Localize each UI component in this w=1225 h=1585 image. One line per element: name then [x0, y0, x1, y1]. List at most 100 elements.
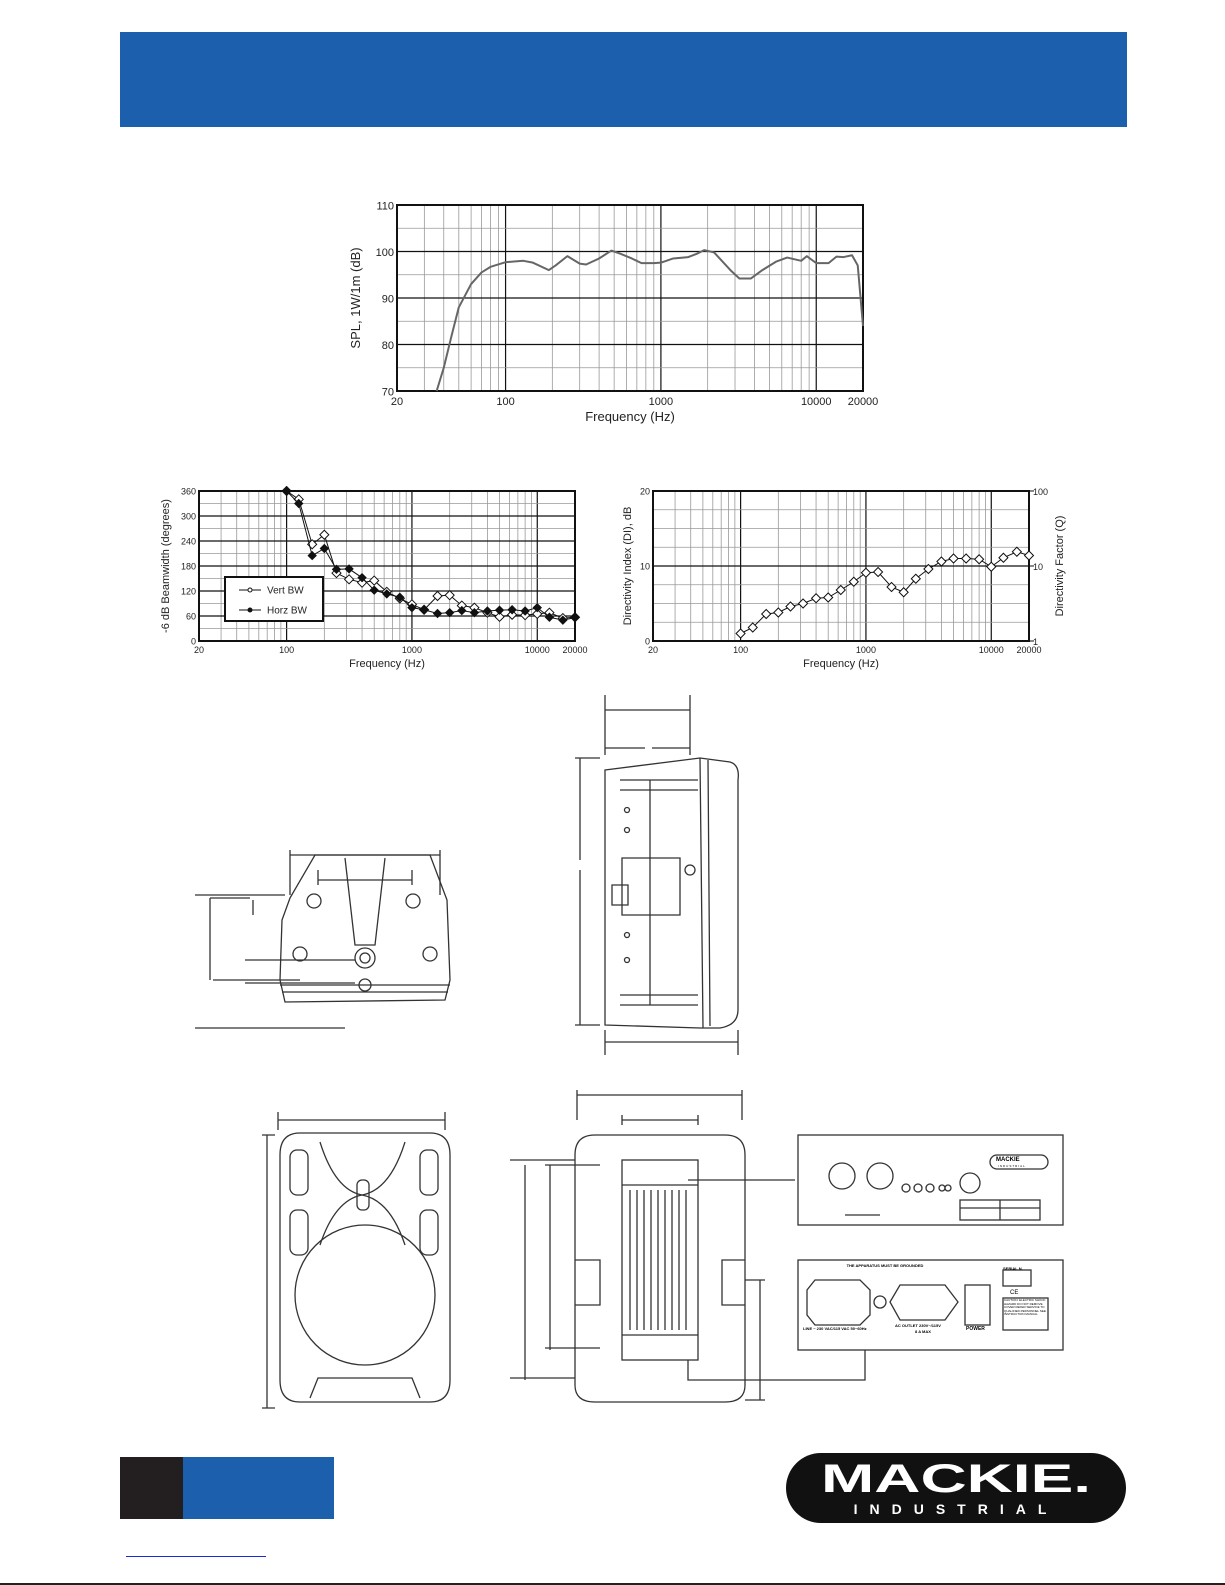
legend-box	[224, 576, 324, 622]
data-point	[343, 574, 355, 585]
data-point	[544, 612, 555, 622]
y-tick-label: 0	[191, 637, 196, 647]
data-point	[810, 593, 822, 604]
input-panel-brand-sub: INDUSTRIAL	[998, 1164, 1026, 1168]
y-tick-label: 180	[181, 562, 196, 572]
data-point	[735, 628, 746, 639]
y-axis-label: Directivity Index (DI), dB	[622, 507, 634, 626]
top-view-drawing	[195, 850, 451, 1029]
data-point	[570, 612, 580, 623]
x-tick-label: 20000	[562, 645, 587, 655]
data-point	[986, 561, 997, 572]
data-point	[457, 605, 467, 616]
data-point	[494, 611, 505, 623]
x-tick-label: 20000	[1016, 645, 1041, 655]
side-view-drawing	[575, 695, 739, 1055]
data-point	[785, 601, 796, 612]
y-tick-label: 20	[640, 487, 650, 497]
data-point	[823, 592, 834, 603]
data-point	[835, 584, 846, 596]
data-point	[797, 598, 809, 609]
x-tick-label: 20	[194, 645, 204, 655]
footer-link-underline[interactable]	[126, 1556, 266, 1557]
caution-label: CAUTION: ELECTRIC SHOCK HAZARD DO NOT RE…	[1004, 1299, 1046, 1316]
data-point	[760, 608, 772, 620]
data-point	[506, 609, 518, 620]
y-tick-label: 70	[382, 387, 394, 399]
ce-mark: CE	[1010, 1290, 1019, 1296]
data-point	[872, 566, 884, 578]
data-point	[532, 608, 543, 620]
y2-tick-label: 10	[1033, 562, 1043, 572]
line-label: LINE ~ 230 VAC/115 VAC 50~60Hz	[803, 1326, 867, 1331]
data-point	[444, 589, 455, 601]
x-tick-label: 10000	[801, 396, 832, 408]
x-tick-label: 1000	[856, 645, 876, 655]
power-label: POWER	[966, 1326, 985, 1332]
y-tick-label: 300	[181, 512, 196, 522]
x-tick-label: 20000	[848, 396, 879, 408]
data-point	[382, 589, 392, 599]
data-point	[482, 606, 493, 616]
y-tick-label: 10	[640, 562, 650, 572]
y-tick-label: 90	[382, 294, 394, 306]
data-point	[948, 553, 959, 564]
data-point	[1011, 546, 1023, 557]
front-view-drawing	[262, 1112, 451, 1409]
serial-label: SERIAL N.	[1003, 1266, 1023, 1271]
x-tick-label: 100	[733, 645, 748, 655]
y2-tick-label: 100	[1033, 487, 1048, 497]
ac-outlet-label: AC OUTLET 230V~/115V	[895, 1323, 941, 1328]
x-tick-label: 20	[391, 396, 403, 408]
x-tick-label: 1000	[402, 645, 422, 655]
y-tick-label: 100	[376, 247, 394, 259]
x-tick-label: 10000	[979, 645, 1004, 655]
data-point	[369, 575, 380, 586]
data-point	[520, 606, 530, 616]
ground-warning-text: THE APPARATUS MUST BE GROUNDED	[846, 1263, 924, 1268]
logo-name: MACKIE.	[821, 1457, 1091, 1501]
data-point	[886, 581, 897, 593]
data-point	[898, 587, 909, 598]
x-tick-label: 10000	[525, 645, 550, 655]
mackie-industrial-logo: MACKIE. INDUSTRIAL	[786, 1453, 1126, 1523]
back-view-drawing	[510, 1090, 866, 1403]
data-point	[532, 602, 542, 613]
data-point	[998, 552, 1009, 563]
data-point	[432, 608, 443, 619]
data-point	[331, 564, 342, 575]
data-point	[357, 572, 367, 583]
logo-sub: INDUSTRIAL	[854, 1501, 1059, 1517]
power-panel-drawing	[797, 1259, 1064, 1351]
data-point	[444, 607, 455, 618]
bottom-rule	[0, 1583, 1225, 1585]
data-point	[747, 622, 758, 633]
data-point	[419, 605, 429, 615]
x-tick-label: 100	[279, 645, 294, 655]
data-point	[281, 486, 292, 496]
data-point	[910, 573, 922, 584]
data-point	[432, 590, 443, 602]
data-point	[936, 556, 947, 567]
ac-outlet-max-label: 8 A MAX	[915, 1329, 931, 1334]
data-point	[494, 605, 505, 615]
legend-marker	[247, 607, 253, 613]
data-point	[469, 607, 480, 618]
data-point	[860, 567, 872, 578]
spl-curve	[435, 249, 864, 392]
y-tick-label: 120	[181, 587, 196, 597]
y-axis-label: SPL, 1W/1m (dB)	[348, 247, 363, 348]
data-point	[319, 529, 330, 540]
data-point	[1023, 550, 1035, 561]
y-tick-label: 240	[181, 537, 196, 547]
y-axis-label: -6 dB Beamwidth (degrees)	[160, 499, 172, 633]
data-point	[395, 592, 405, 602]
data-point	[407, 602, 417, 613]
y-tick-label: 80	[382, 340, 394, 352]
data-point	[973, 554, 985, 565]
data-point	[319, 543, 330, 554]
data-point	[369, 585, 379, 595]
